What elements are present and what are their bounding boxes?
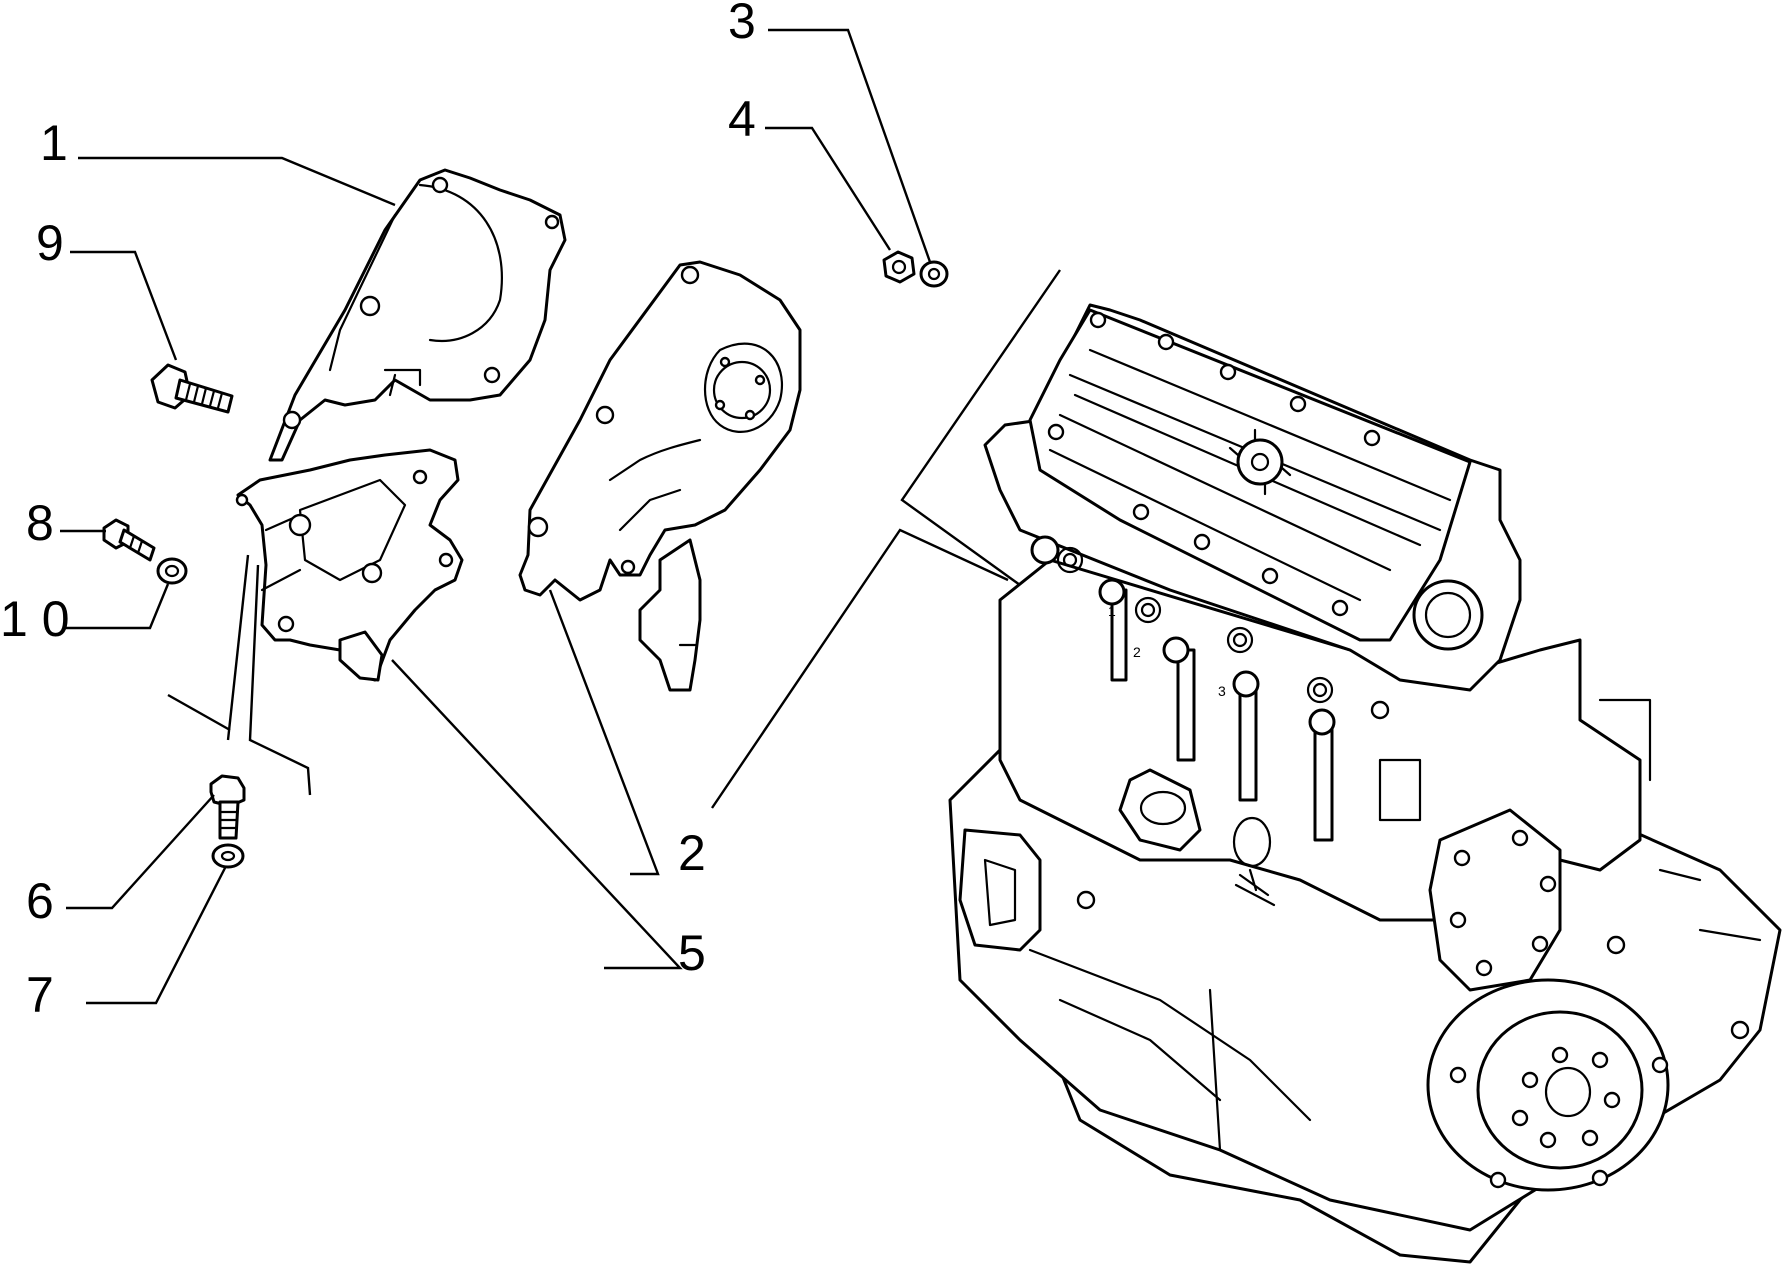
oil-filler-cap	[1228, 428, 1292, 496]
part-7-washer	[211, 843, 245, 869]
leader-2-engine	[711, 528, 1009, 809]
part-1-outer-timing-cover	[268, 168, 567, 462]
cam-cover-bolts	[1047, 311, 1381, 617]
callout-6: 6	[26, 873, 54, 929]
side-flange	[958, 828, 1042, 952]
part-8-bolt	[102, 518, 156, 562]
callout-numbers: 1 2 3 4 5 6 7 8 9 1 0	[0, 0, 756, 1023]
leader-3	[768, 28, 932, 263]
callout-3: 3	[728, 0, 756, 49]
callout-5: 5	[678, 925, 706, 981]
callout-7: 7	[26, 967, 54, 1023]
leader-6	[66, 794, 215, 910]
leader-9	[70, 250, 178, 361]
leader-10	[66, 583, 170, 630]
rear-cover-plate	[1428, 808, 1562, 992]
part-4-nut	[882, 250, 916, 284]
leader-4	[765, 126, 892, 251]
engine-marking-2: 2	[1133, 644, 1141, 660]
part-3-washer	[919, 260, 949, 288]
engine-marking-1: 1	[1108, 603, 1116, 619]
callout-9: 9	[36, 215, 64, 271]
spark-plug-tubes	[1030, 535, 1336, 842]
part-5-bracket	[235, 448, 464, 682]
part-10-washer	[156, 557, 188, 585]
engine-block: 1 2 3	[948, 303, 1782, 1264]
leader-1	[78, 156, 396, 207]
callout-10: 1 0	[0, 591, 70, 647]
callout-4: 4	[728, 91, 756, 147]
leader-7	[86, 865, 228, 1005]
leader-5	[391, 659, 683, 970]
part-6-bolt	[209, 774, 246, 840]
callout-1: 1	[40, 115, 68, 171]
callout-2: 2	[678, 825, 706, 881]
leader-2	[548, 589, 660, 876]
threaded-ports	[1056, 546, 1334, 704]
thermostat-housing	[1118, 768, 1276, 907]
crankshaft-hub	[1426, 978, 1670, 1192]
assembly-guide-lines	[167, 269, 1061, 796]
part-9-bolt	[150, 363, 234, 414]
callout-8: 8	[26, 495, 54, 551]
part-2-inner-timing-cover	[518, 260, 802, 692]
engine-marking-3: 3	[1218, 683, 1226, 699]
leader-lines	[60, 28, 1009, 1005]
